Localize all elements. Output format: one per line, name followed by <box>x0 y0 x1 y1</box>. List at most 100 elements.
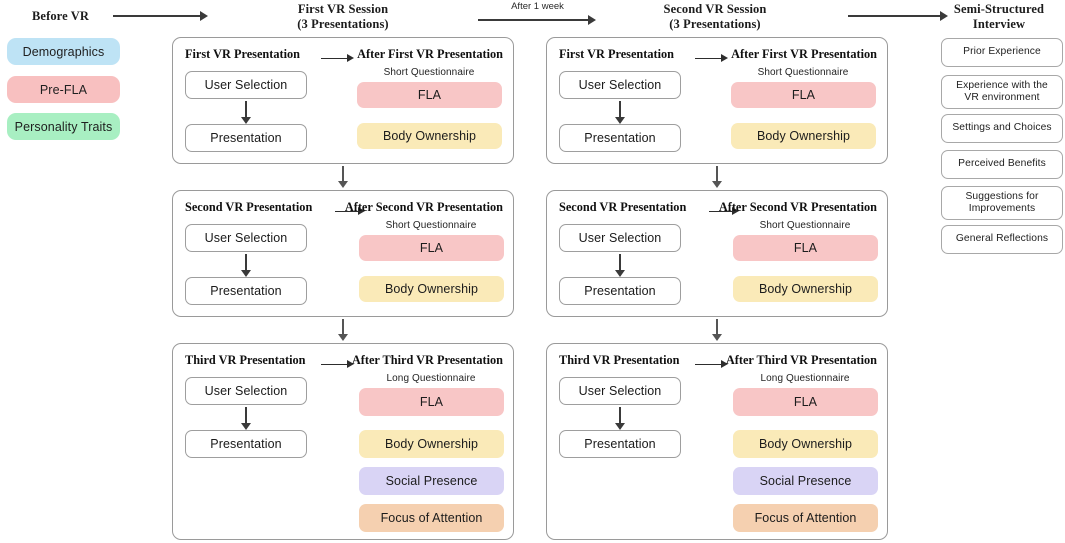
panel-title-right: After Second VR Presentation <box>718 200 877 214</box>
badge-body-ownership[interactable]: Body Ownership <box>733 276 878 302</box>
badge-focus-of-attention[interactable]: Focus of Attention <box>733 504 878 532</box>
panel-title-left: Third VR Presentation <box>185 353 306 367</box>
arrow-session1-to-session2 <box>478 15 596 25</box>
timeline-stage-first-vr-session: First VR Session (3 Presentations) <box>258 2 428 31</box>
arrow-shaft <box>478 19 589 21</box>
badge-label: Body Ownership <box>758 282 853 296</box>
questionnaire-label: Short Questionnaire <box>385 220 477 231</box>
step-user-selection[interactable]: User Selection <box>559 377 681 405</box>
arrow-head <box>940 11 948 21</box>
panel-title-left: First VR Presentation <box>559 47 674 61</box>
arrow-shaft <box>245 254 247 270</box>
step-label: Presentation <box>584 284 656 298</box>
step-user-selection[interactable]: User Selection <box>185 71 307 99</box>
step-user-selection[interactable]: User Selection <box>185 377 307 405</box>
timeline-stage-before-vr: Before VR <box>8 9 113 24</box>
badge-label: Social Presence <box>385 474 478 488</box>
arrow-head <box>338 334 348 341</box>
badge-body-ownership[interactable]: Body Ownership <box>359 430 504 458</box>
arrow-label-after-1-week: After 1 week <box>511 1 564 12</box>
arrow-head <box>241 423 251 430</box>
badge-label: Body Ownership <box>384 437 479 451</box>
badge-fla[interactable]: FLA <box>359 235 504 261</box>
panel-title-right: After First VR Presentation <box>731 47 877 61</box>
badge-label: FLA <box>419 395 444 409</box>
arrow-shaft <box>113 15 201 17</box>
arrow-head <box>721 54 728 62</box>
questionnaire-label: Long Questionnaire <box>760 373 850 384</box>
badge-body-ownership[interactable]: Body Ownership <box>733 430 878 458</box>
interview-item-suggestions-for-improvements[interactable]: Suggestions for Improvements <box>941 186 1063 220</box>
chip-personality-traits[interactable]: Personality Traits <box>7 113 120 140</box>
step-label: Presentation <box>584 131 656 145</box>
badge-social-presence[interactable]: Social Presence <box>733 467 878 495</box>
arrow-step-down <box>240 254 252 277</box>
arrow-shaft <box>245 101 247 117</box>
step-user-selection[interactable]: User Selection <box>559 224 681 252</box>
badge-label: FLA <box>793 241 818 255</box>
connector-s1-p2-to-p3 <box>337 319 349 341</box>
badge-label: FLA <box>791 88 816 102</box>
panel-session2-presentation2: Second VR Presentation After Second VR P… <box>546 190 888 317</box>
step-label: User Selection <box>204 231 288 245</box>
chip-pre-fla[interactable]: Pre-FLA <box>7 76 120 103</box>
arrow-head <box>615 423 625 430</box>
arrow-head <box>347 360 354 368</box>
badge-body-ownership[interactable]: Body Ownership <box>359 276 504 302</box>
badge-label: FLA <box>417 88 442 102</box>
arrow-before-to-after <box>709 207 739 216</box>
arrow-head <box>712 181 722 188</box>
step-user-selection[interactable]: User Selection <box>559 71 681 99</box>
arrow-session2-to-interview <box>848 11 948 21</box>
connector-s1-p1-to-p2 <box>337 166 349 188</box>
badge-fla[interactable]: FLA <box>357 82 502 108</box>
badge-label: Focus of Attention <box>754 511 857 525</box>
arrow-shaft <box>848 15 941 17</box>
arrow-head <box>200 11 208 21</box>
panel-session1-presentation1: First VR Presentation After First VR Pre… <box>172 37 514 164</box>
step-presentation[interactable]: Presentation <box>559 124 681 152</box>
chip-label: Personality Traits <box>14 119 113 134</box>
arrow-shaft <box>619 407 621 423</box>
step-presentation[interactable]: Presentation <box>185 124 307 152</box>
badge-fla[interactable]: FLA <box>359 388 504 416</box>
arrow-shaft <box>342 166 344 181</box>
step-presentation[interactable]: Presentation <box>185 430 307 458</box>
interview-item-general-reflections[interactable]: General Reflections <box>941 225 1063 254</box>
badge-focus-of-attention[interactable]: Focus of Attention <box>359 504 504 532</box>
chip-demographics[interactable]: Demographics <box>7 38 120 65</box>
step-label: Presentation <box>210 131 282 145</box>
badge-fla[interactable]: FLA <box>733 388 878 416</box>
step-presentation[interactable]: Presentation <box>559 430 681 458</box>
badge-body-ownership[interactable]: Body Ownership <box>731 123 876 149</box>
interview-item-prior-experience[interactable]: Prior Experience <box>941 38 1063 67</box>
badge-body-ownership[interactable]: Body Ownership <box>357 123 502 149</box>
arrow-step-down <box>240 101 252 124</box>
timeline-stage-sublabel: (3 Presentations) <box>669 16 761 31</box>
arrow-shaft <box>695 57 722 60</box>
arrow-before-to-after <box>695 360 728 369</box>
step-presentation[interactable]: Presentation <box>185 277 307 305</box>
interview-item-label: Experience with the VR environment <box>956 79 1048 104</box>
arrow-head <box>712 334 722 341</box>
interview-item-perceived-benefits[interactable]: Perceived Benefits <box>941 150 1063 179</box>
arrow-before-to-after <box>321 360 354 369</box>
badge-social-presence[interactable]: Social Presence <box>359 467 504 495</box>
badge-fla[interactable]: FLA <box>731 82 876 108</box>
arrow-head <box>721 360 728 368</box>
panel-title-left: Second VR Presentation <box>185 200 313 214</box>
questionnaire-label: Long Questionnaire <box>386 373 476 384</box>
step-user-selection[interactable]: User Selection <box>185 224 307 252</box>
interview-item-settings-and-choices[interactable]: Settings and Choices <box>941 114 1063 143</box>
arrow-shaft <box>335 210 359 213</box>
interview-item-experience-with-vr-environment[interactable]: Experience with the VR environment <box>941 75 1063 109</box>
arrow-before-to-after <box>695 54 728 63</box>
step-label: User Selection <box>578 231 662 245</box>
badge-label: Body Ownership <box>382 129 477 143</box>
timeline-stage-label: Before VR <box>31 9 90 23</box>
step-presentation[interactable]: Presentation <box>559 277 681 305</box>
badge-fla[interactable]: FLA <box>733 235 878 261</box>
arrow-before-to-after <box>321 54 354 63</box>
badge-label: FLA <box>419 241 444 255</box>
interview-item-label: Settings and Choices <box>952 122 1052 134</box>
